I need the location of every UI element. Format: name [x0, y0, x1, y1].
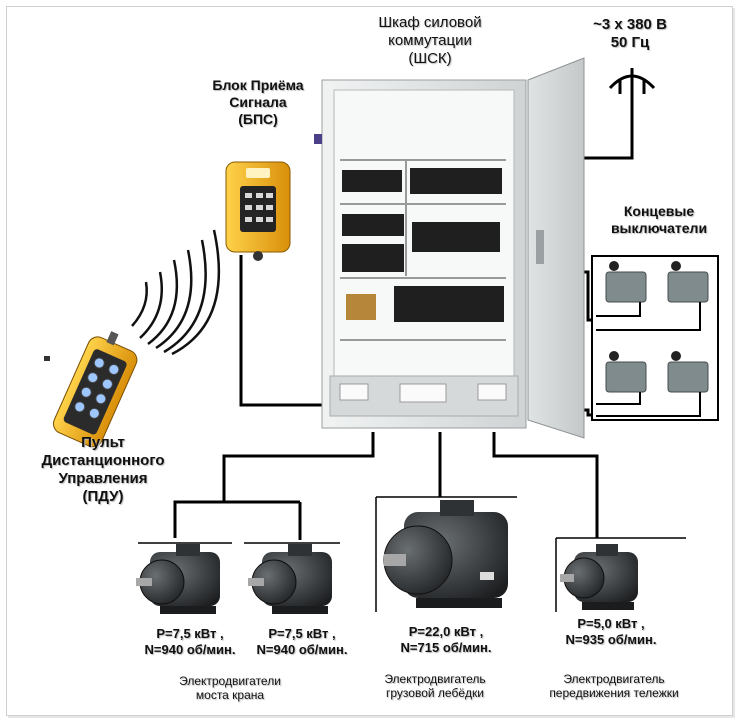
cabinet-label-line-1: Шкаф силовой — [378, 14, 482, 31]
remote-label: Пульт Дистанционного Управления (ПДУ) — [14, 434, 192, 506]
hoist-motor-caption: Электродвигатель грузовой лебёдки — [362, 672, 508, 701]
motor-feed-trolley — [492, 432, 599, 538]
power-feed-line — [580, 68, 634, 160]
cabinet-label-line-2: коммутации — [388, 32, 472, 49]
cabinet-label-line-3: (ШСК) — [408, 50, 452, 67]
receiver-label: Блок Приёма Сигнала (БПС) — [188, 77, 328, 127]
cabinet-label: Шкаф силовой коммутации (ШСК) — [352, 14, 508, 68]
motor-1-power: P=7,5 кВт , — [156, 626, 224, 641]
remote-label-line-3: Управления — [58, 470, 148, 487]
bridge-motors-caption: Электродвигатели моста крана — [150, 674, 310, 703]
hoist-caption-line-2: грузовой лебёдки — [386, 686, 484, 701]
remote-label-line-1: Пульт — [81, 434, 125, 451]
motor-feed-left — [173, 432, 375, 538]
trolley-caption-line-1: Электродвигатель — [563, 672, 665, 686]
limit-switches-label-line-2: выключатели — [610, 219, 708, 236]
motor-illustration-4 — [555, 537, 686, 612]
motor-4-spec: P=5,0 кВт , N=935 об/мин. — [538, 616, 684, 647]
receiver-label-line-3: (БПС) — [238, 110, 278, 127]
receiver-label-line-2: Сигнала — [229, 93, 287, 110]
motor-3-power: P=22,0 кВт , — [408, 624, 484, 639]
motor-4-power: P=5,0 кВт , — [577, 616, 645, 631]
remote-illustration — [52, 331, 138, 448]
motor-2-power: P=7,5 кВт , — [268, 626, 336, 641]
power-supply-label: ~3 x 380 В 50 Гц — [570, 16, 690, 52]
remote-label-line-2: Дистанционного — [41, 452, 165, 469]
motor-4-speed: N=935 об/мин. — [565, 631, 657, 647]
wiring — [173, 68, 634, 540]
motor-illustration-2 — [244, 542, 340, 614]
hoist-caption-line-1: Электродвигатель — [384, 672, 486, 686]
power-label-line-2: 50 Гц — [610, 34, 650, 51]
receiver-label-line-1: Блок Приёма — [212, 77, 304, 93]
bridge-caption-line-2: моста крана — [195, 688, 265, 703]
power-supply-symbol — [608, 68, 656, 94]
motor-1-spec: P=7,5 кВт , N=940 об/мин. — [128, 626, 252, 657]
motor-2-speed: N=940 об/мин. — [256, 641, 348, 657]
limit-switches-label-line-1: Концевые — [623, 203, 695, 219]
bridge-caption-line-1: Электродвигатели — [179, 674, 281, 688]
motor-2-spec: P=7,5 кВт , N=940 об/мин. — [240, 626, 364, 657]
motor-3-spec: P=22,0 кВт , N=715 об/мин. — [378, 624, 514, 655]
motor-3-speed: N=715 об/мин. — [400, 639, 492, 655]
trolley-motor-caption: Электродвигатель передвижения тележки — [524, 672, 704, 701]
limit-switches-illustration — [591, 255, 719, 421]
limit-switches-label: Концевые выключатели — [592, 203, 726, 237]
cabinet-illustration — [314, 57, 585, 439]
motor-1-speed: N=940 об/мин. — [144, 641, 236, 657]
receiver-illustration — [225, 161, 291, 261]
receiver-cable — [239, 255, 322, 407]
power-label-line-1: ~3 x 380 В — [593, 16, 667, 33]
trolley-caption-line-2: передвижения тележки — [549, 686, 679, 701]
radio-waves-icon — [131, 229, 221, 356]
remote-label-line-4: (ПДУ) — [82, 488, 124, 505]
motor-illustration-1 — [136, 542, 232, 614]
motor-illustration-3 — [375, 496, 517, 612]
